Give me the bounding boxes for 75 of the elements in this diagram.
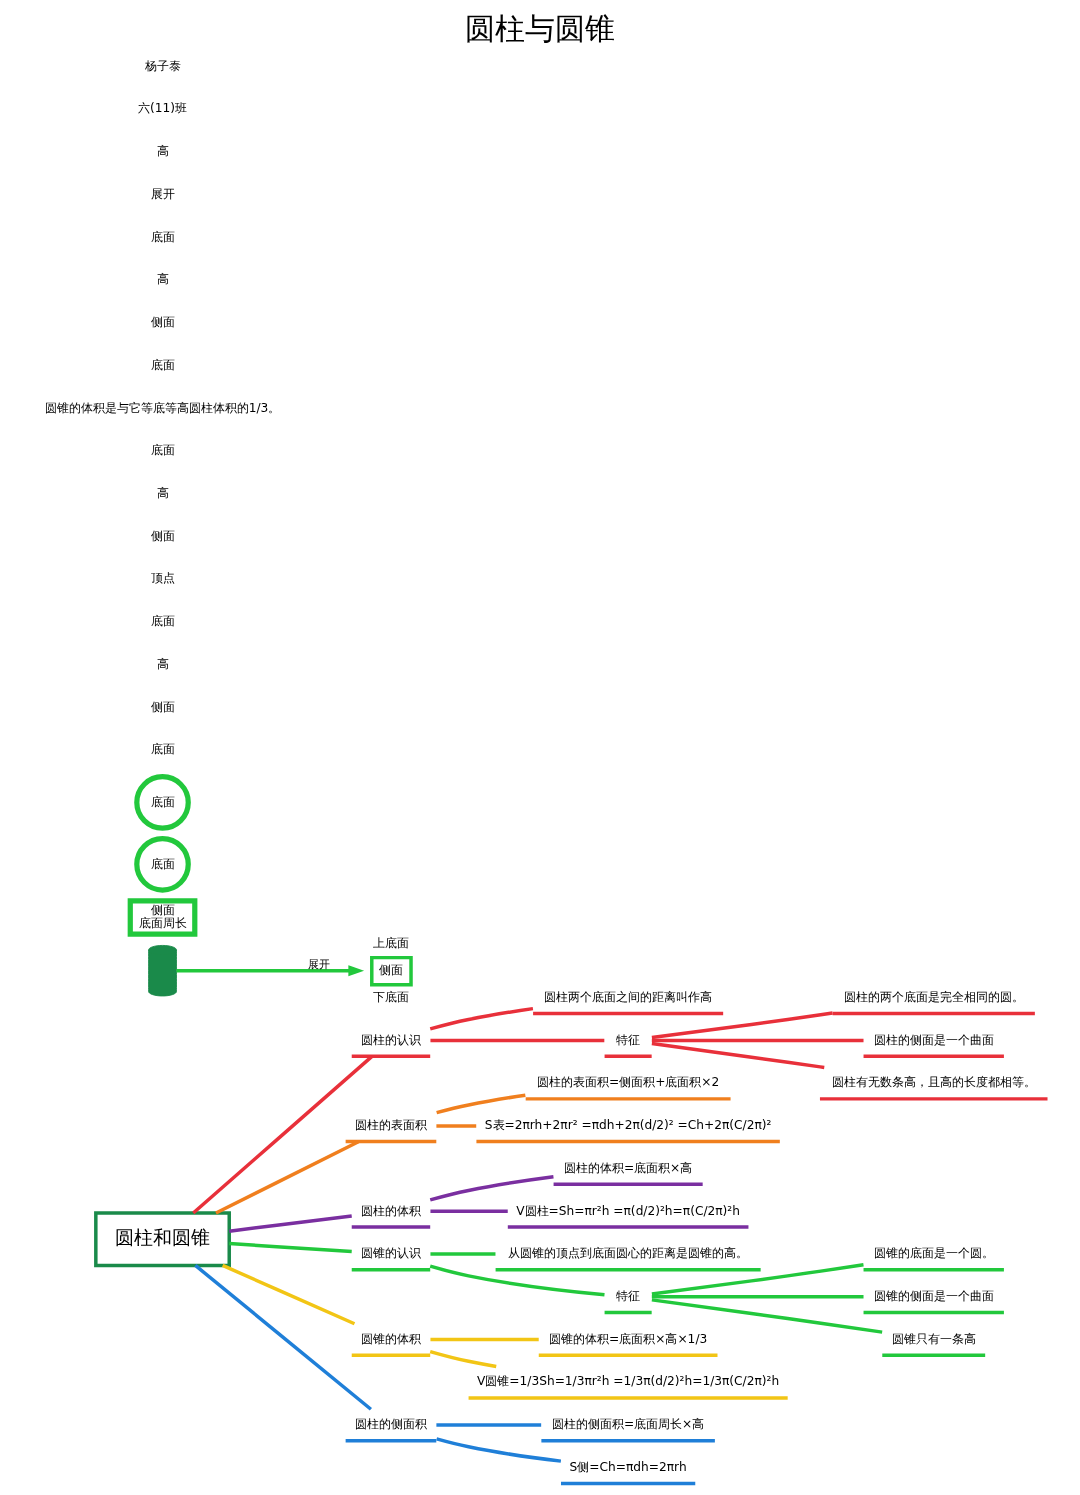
connector (651, 1295, 863, 1299)
node-text: 圆柱的侧面是一个曲面 (873, 1032, 994, 1047)
label: 高 (156, 656, 169, 671)
node-text: 圆锥的认识 (360, 1246, 421, 1261)
node-text: 从圆锥的顶点到底面圆心的距离是圆锥的高。 (507, 1246, 748, 1261)
arrow (176, 965, 364, 977)
node-text: 圆柱的侧面积=底面周长×高 (551, 1417, 704, 1432)
label: 底面 (150, 614, 175, 629)
connector (193, 1264, 372, 1411)
node-text: 圆柱的侧面积 (354, 1417, 427, 1432)
node-text: 圆柱的体积 (360, 1203, 421, 1218)
connector (435, 1093, 526, 1115)
diagram-title: 圆柱与圆锥 (465, 10, 615, 46)
label: 侧面 (150, 315, 175, 330)
node-text: V圆柱=Sh=πr²h =π(d/2)²h=π(C/2π)²h (515, 1203, 740, 1218)
connector (435, 1423, 541, 1427)
node-text: 圆柱的表面积 (354, 1118, 427, 1133)
node-label: 上底面 (372, 936, 409, 951)
node-box: 侧面 底面周长 (127, 898, 197, 937)
connector (429, 1264, 605, 1297)
node-text: 圆柱的两个底面是完全相同的圆。 (843, 989, 1024, 1004)
connector (651, 1038, 863, 1043)
node-text: 圆柱的体积=底面积×高 (563, 1160, 692, 1175)
edge-label: 展开 (307, 956, 330, 971)
connector (429, 1349, 497, 1369)
node-text: 圆锥的体积 (360, 1331, 421, 1346)
node-text: 圆锥的体积=底面积×高×1/3 (548, 1331, 707, 1346)
node-text: V圆锥=1/3Sh=1/3πr²h =1/3π(d/2)²h=1/3π(C/2π)²h (476, 1374, 779, 1389)
node-text: 圆锥的底面是一个圆。 (873, 1246, 994, 1261)
connector (651, 1263, 864, 1296)
connector (435, 1437, 561, 1463)
connector (214, 1140, 359, 1215)
connector (429, 1252, 495, 1256)
node-text: 圆柱有无数条高，且高的长度都相等。 (831, 1075, 1036, 1090)
node-circle: 底面 (133, 774, 191, 831)
label: 圆锥的体积是与它等底等高圆柱体积的1/3。 (44, 400, 280, 415)
label: 高 (156, 486, 169, 500)
node-text: 圆锥的侧面是一个曲面 (873, 1289, 994, 1304)
node-text: S表=2πrh+2πr² =πdh+2π(d/2)² =Ch+2π(C/2π)² (484, 1118, 771, 1133)
node-text: 特征 (615, 1032, 640, 1047)
connector (429, 1006, 533, 1031)
label: 侧面 (150, 528, 175, 543)
node-text: 圆柱的表面积=侧面积+底面积×2 (536, 1075, 719, 1090)
label: 侧面 (150, 699, 175, 714)
connector (191, 1055, 373, 1215)
label: 展开 (150, 186, 175, 201)
label: 顶点 (150, 571, 175, 586)
connector (651, 1298, 882, 1334)
label: 底面 (150, 229, 175, 244)
label: 六(11)班 (137, 101, 187, 116)
node-text: 特征 (615, 1289, 640, 1304)
label: 底面 (150, 357, 175, 372)
node-box: 圆柱和圆锥 (93, 1211, 231, 1268)
connector (228, 1241, 352, 1254)
connector (429, 1337, 539, 1342)
connector (228, 1214, 352, 1233)
connector (221, 1263, 355, 1326)
connector (435, 1124, 476, 1128)
node-label: 下底面 (372, 990, 409, 1005)
node-text: 圆锥只有一条高 (891, 1331, 976, 1346)
connector (429, 1038, 604, 1043)
connector (429, 1209, 508, 1214)
label: 底面 (150, 742, 175, 757)
connector (651, 1011, 833, 1040)
node-box: 侧面 (369, 955, 413, 987)
label: 杨子泰 (144, 58, 181, 73)
connector (651, 1041, 824, 1070)
node-circle: 底面 (133, 836, 191, 893)
label: 高 (156, 272, 169, 287)
node-text: S侧=Ch=πdh=2πrh (569, 1459, 687, 1474)
label: 高 (156, 144, 169, 159)
connector (429, 1175, 554, 1202)
label: 底面 (150, 443, 175, 458)
node-text: 圆柱两个底面之间的距离叫作高 (543, 989, 712, 1004)
node-text: 圆柱的认识 (360, 1032, 421, 1047)
